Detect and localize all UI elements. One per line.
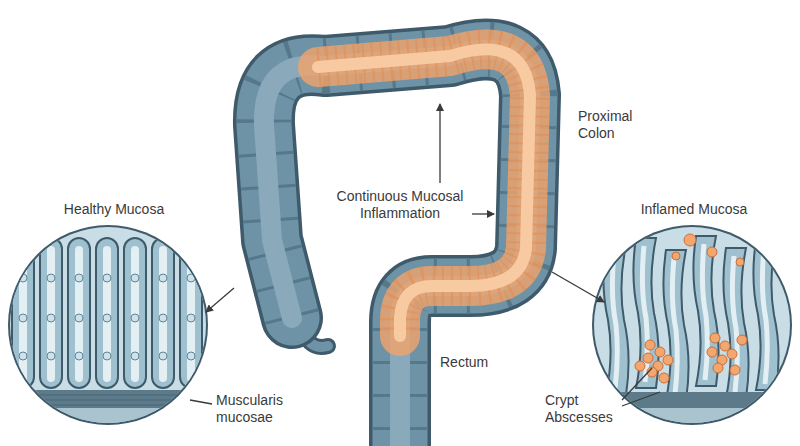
healthy-mucosa-inset: [0, 220, 220, 440]
colon-body: [264, 49, 530, 446]
label-text: Inflamed Mucosa: [634, 201, 754, 218]
label-text: Crypt Abscesses: [545, 392, 621, 426]
label-text: Continuous Mucosal Inflammation: [330, 188, 470, 222]
label-text: Rectum: [440, 354, 510, 371]
inflamed-mucosa-inset: [590, 220, 800, 440]
inflamed-segment: [318, 49, 530, 336]
leader-lines: [190, 104, 660, 406]
label-text: Healthy Mucosa: [54, 201, 174, 218]
label-text: Muscularis mucosae: [216, 392, 306, 426]
label-text: Proximal Colon: [578, 108, 650, 142]
